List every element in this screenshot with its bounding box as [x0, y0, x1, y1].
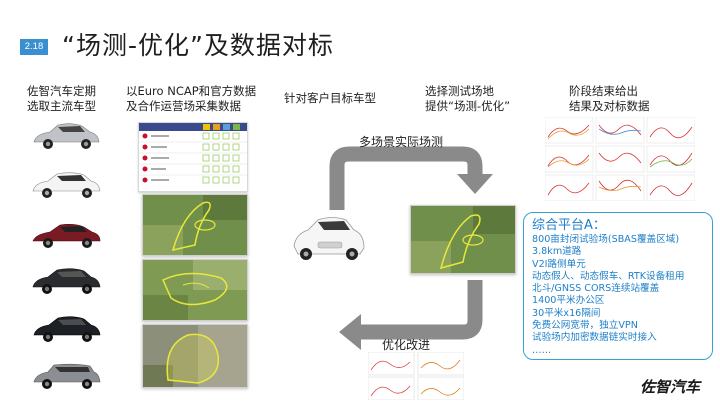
col2-line1: 以Euro NCAP和官方数据 — [126, 84, 257, 98]
satellite-map-graphic-1 — [143, 195, 247, 255]
top-arrow-label: 多场景实际场测 — [359, 135, 444, 149]
optimization-plot-thumbnails — [367, 351, 465, 401]
platform-a-info-box: 综合平台A： 800亩封闭试验场(SBAS覆盖区域) 3.8km道路 V2I路侧… — [523, 212, 713, 360]
company-logo: 佐智汽车 — [639, 378, 700, 396]
car-photo-red-coupe — [32, 224, 101, 248]
test-site-map-1 — [142, 194, 248, 256]
car-photo-black-sedan — [32, 268, 101, 294]
satellite-map-graphic-2 — [143, 260, 247, 320]
col1-line2: 选取主流车型 — [27, 99, 96, 113]
car-photo-dark-sedan — [33, 316, 101, 342]
platform-line: 动态假人、动态假车、RTK设备租用 — [532, 270, 685, 282]
benchmark-result-plots — [544, 116, 696, 202]
platform-line: 试验场内加密数据链实时接入 — [532, 332, 657, 344]
car-photo-gray-wagon — [33, 363, 101, 389]
ncap-data-table-image — [138, 122, 248, 192]
selected-test-site-map — [410, 205, 516, 274]
col1-line1: 佐智汽车定期 — [27, 84, 96, 98]
car-photo-white-sedan — [32, 172, 101, 198]
platform-line: V2I路侧单元 — [532, 258, 586, 270]
platform-line: 免费公网宽带，独立VPN — [532, 320, 638, 332]
slide-title: “场测-优化”及数据对标 — [62, 31, 334, 60]
test-site-map-3 — [142, 324, 248, 388]
col5-heading: 阶段结束给出 结果及对标数据 — [569, 84, 650, 114]
col4-line2: 提供“场测-优化” — [425, 99, 511, 113]
platform-line: 800亩封闭试验场(SBAS覆盖区域) — [532, 234, 680, 245]
col3-line1: 针对客户目标车型 — [284, 91, 376, 105]
platform-line: 3.8km道路 — [532, 246, 582, 258]
platform-line: 1400平米办公区 — [532, 295, 605, 307]
col4-line1: 选择测试场地 — [425, 84, 494, 98]
col2-heading: 以Euro NCAP和官方数据 及合作运营场采集数据 — [126, 84, 256, 114]
small-plots-graphic — [367, 351, 465, 401]
test-site-map-2 — [142, 259, 248, 321]
ncap-table-graphic — [139, 123, 247, 184]
result-plots-graphic — [544, 116, 696, 202]
col2-line2: 及合作运营场采集数据 — [126, 99, 241, 113]
platform-line: 30平米x16隔间 — [532, 307, 601, 319]
col3-heading: 针对客户目标车型 — [284, 91, 376, 106]
platform-line: 北斗/GNSS CORS连续站覆盖 — [532, 283, 660, 295]
satellite-map-graphic-selected — [411, 206, 515, 273]
platform-title: 综合平台A： — [532, 218, 606, 233]
col1-heading: 佐智汽车定期 选取主流车型 — [27, 84, 96, 114]
platform-line: …… — [532, 344, 552, 356]
col5-line2: 结果及对标数据 — [569, 99, 650, 113]
col5-line1: 阶段结束给出 — [569, 84, 638, 98]
car-photo-silver-sedan — [33, 123, 100, 149]
col4-heading: 选择测试场地 提供“场测-优化” — [425, 84, 510, 114]
satellite-map-graphic-3 — [143, 325, 247, 387]
bottom-arrow-label: 优化改进 — [382, 338, 431, 352]
test-optimize-cycle-arrows — [329, 146, 493, 350]
target-car-photo — [293, 217, 365, 260]
slide-number-badge: 2.18 — [20, 39, 48, 55]
